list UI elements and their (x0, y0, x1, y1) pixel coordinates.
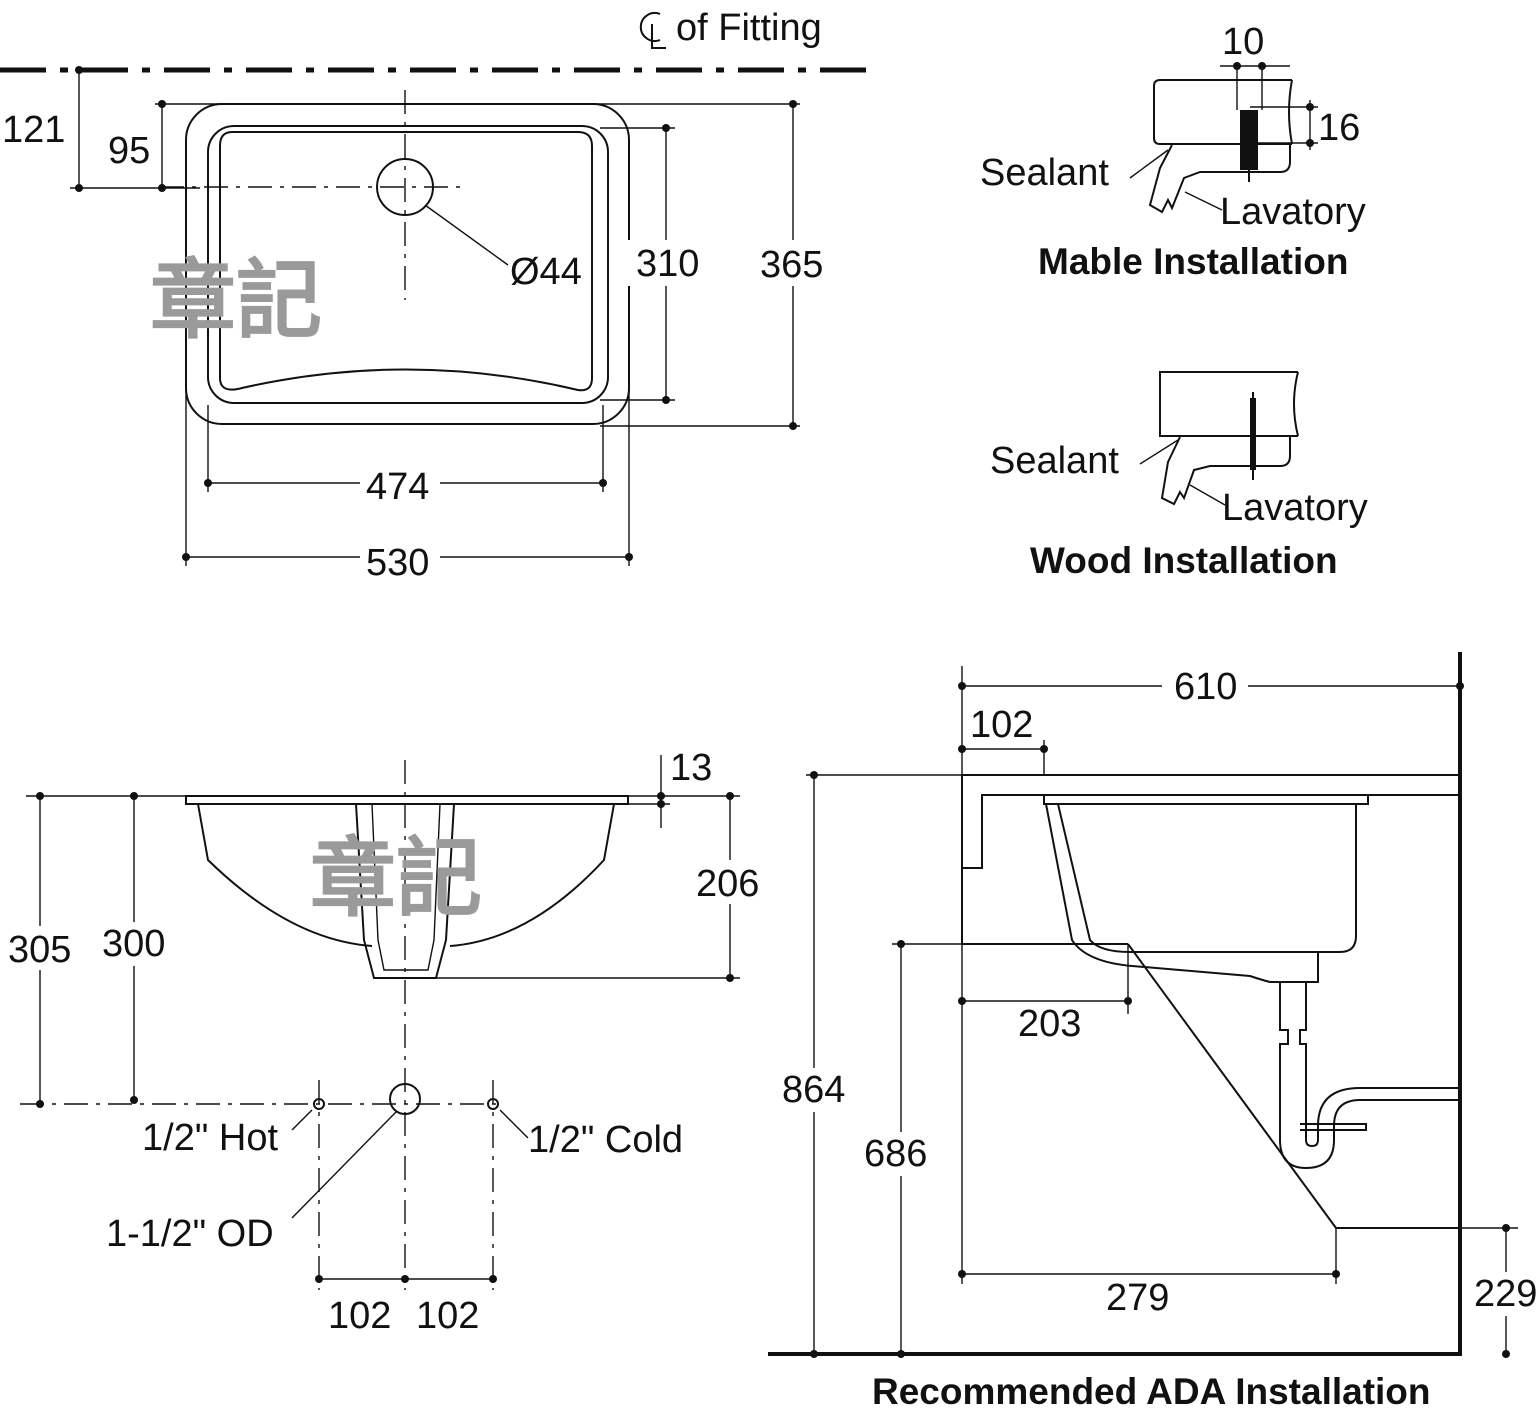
mable-installation-title: Mable Installation (1038, 241, 1348, 282)
plan-view: of Fitting Ø44 121 95 310 365 474 (0, 7, 880, 584)
ada-sink-bowl-outer (1045, 803, 1319, 983)
wood-lavatory-rim (1160, 436, 1291, 506)
dim-310: 310 (636, 243, 699, 285)
section-dim-13: 13 (670, 747, 712, 789)
section-dim-206: 206 (696, 863, 759, 905)
section-dim-300: 300 (102, 923, 165, 965)
ada-knee-clearance-line (1127, 943, 1337, 1229)
mable-counter (1153, 79, 1292, 145)
cold-supply-label: 1/2" Cold (528, 1119, 683, 1161)
drain-diameter-label: Ø44 (510, 251, 582, 293)
wood-installation-detail: Sealant Lavatory Wood Installation (990, 371, 1368, 581)
ada-dim-686: 686 (864, 1133, 927, 1175)
mable-dim-16: 16 (1318, 107, 1360, 149)
dim-474: 474 (366, 466, 429, 508)
ada-dim-864: 864 (782, 1069, 845, 1111)
dim-365: 365 (760, 244, 823, 286)
ada-dim-610: 610 (1174, 666, 1237, 708)
section-bowl-right (449, 803, 615, 947)
ada-p-trap-inner (1299, 982, 1458, 1148)
watermark-top: 章記 (150, 251, 322, 351)
mable-dim-10: 10 (1222, 21, 1264, 63)
section-drain-body (355, 803, 455, 979)
supply-dim-102-left: 102 (328, 1295, 391, 1337)
wood-counter (1159, 371, 1298, 437)
mable-anchor (1240, 110, 1258, 170)
centerline-symbol (639, 12, 666, 49)
centerline-label: of Fitting (676, 7, 822, 49)
section-bowl-left (197, 803, 373, 947)
ada-dim-102: 102 (970, 704, 1033, 746)
mable-lavatory-rim (1148, 144, 1291, 214)
ada-installation-view: 610 102 864 686 203 279 229 Recommended … (768, 652, 1539, 1412)
supply-dim-102-right: 102 (416, 1295, 479, 1337)
dim-530: 530 (366, 542, 429, 584)
section-rim (185, 795, 629, 805)
watermark-bottom: 章記 (310, 829, 482, 929)
ada-dim-203: 203 (1018, 1003, 1081, 1045)
ada-sink-rim (1043, 794, 1369, 805)
outlet-od-label: 1-1/2" OD (106, 1213, 274, 1255)
section-dim-305: 305 (8, 929, 71, 971)
ada-installation-title: Recommended ADA Installation (872, 1371, 1431, 1412)
ada-p-trap-outer (1279, 982, 1458, 1170)
basin-bowl (219, 131, 593, 392)
waste-outlet (389, 1083, 421, 1115)
mable-sealant-label: Sealant (980, 152, 1109, 194)
ada-sink-bowl-inner (1057, 803, 1357, 953)
section-view: 13 206 305 300 1/2" Hot 1/2" Cold 1-1/2"… (8, 747, 768, 1337)
ada-dim-229: 229 (1474, 1273, 1537, 1315)
dim-95: 95 (108, 130, 150, 172)
mable-installation-detail: 10 16 Sealant Lavatory Mable Installatio… (980, 21, 1366, 282)
hot-supply-label: 1/2" Hot (142, 1117, 278, 1159)
basin-inner-rim (207, 125, 609, 404)
wood-lavatory-label: Lavatory (1222, 487, 1368, 529)
dim-121: 121 (2, 109, 65, 151)
wood-sealant-label: Sealant (990, 440, 1119, 482)
mable-lavatory-label: Lavatory (1220, 191, 1366, 233)
ada-dim-279: 279 (1106, 1277, 1169, 1319)
ada-countertop (961, 774, 1458, 869)
drain-leader (424, 204, 509, 266)
wood-installation-title: Wood Installation (1030, 540, 1338, 581)
